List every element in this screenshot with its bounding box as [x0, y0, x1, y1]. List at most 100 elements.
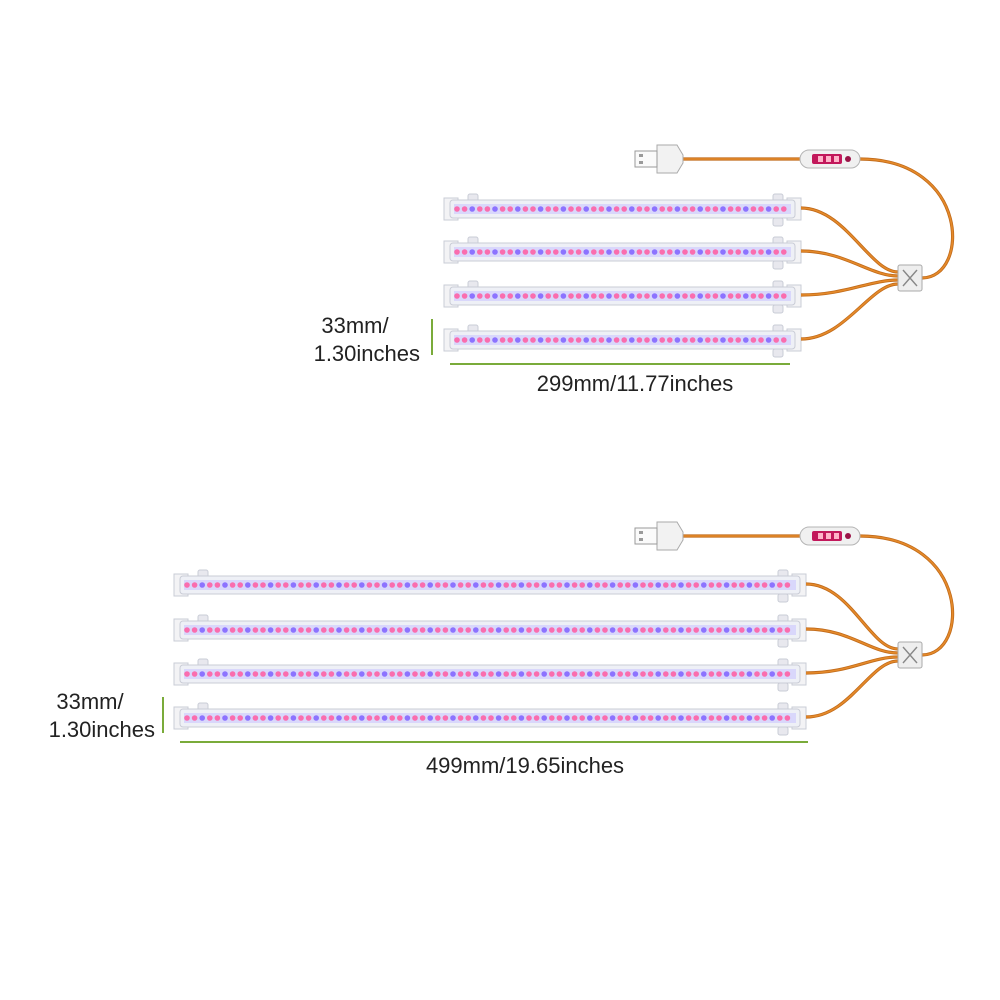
led-chip	[629, 337, 635, 343]
led-chip	[321, 715, 327, 721]
led-chip	[644, 249, 650, 255]
led-chip	[442, 582, 449, 588]
led-chip	[773, 337, 779, 343]
led-chip	[621, 249, 627, 255]
led-chip	[735, 337, 741, 343]
led-chip	[435, 715, 441, 721]
led-chip	[769, 627, 775, 633]
led-chip	[495, 671, 502, 677]
led-chip	[245, 627, 251, 633]
led-chip	[283, 627, 289, 633]
led-chip	[564, 582, 570, 588]
led-chip	[712, 293, 719, 299]
led-chip	[404, 582, 411, 588]
led-chip	[640, 715, 646, 721]
led-chip	[222, 582, 228, 588]
led-chip	[229, 627, 236, 633]
led-chip	[621, 293, 627, 299]
led-chip	[267, 582, 274, 588]
led-chip	[621, 337, 627, 343]
led-chip	[667, 337, 673, 343]
led-chip	[727, 293, 734, 299]
led-chip	[461, 337, 468, 343]
led-chip	[647, 671, 654, 677]
led-chip	[606, 249, 612, 255]
led-chip	[556, 627, 563, 633]
led-chip	[560, 293, 567, 299]
led-chip	[351, 715, 358, 721]
led-chip	[735, 206, 741, 212]
led-chip	[518, 715, 525, 721]
led-chip	[644, 337, 650, 343]
led-chip	[381, 627, 388, 633]
led-chip	[533, 671, 540, 677]
led-chip	[511, 627, 517, 633]
led-chip	[568, 206, 574, 212]
led-chip	[214, 582, 221, 588]
led-chip	[549, 582, 555, 588]
led-chip	[773, 249, 779, 255]
led-chip	[568, 293, 574, 299]
led-chip	[518, 671, 525, 677]
short-kit-height-line1: 33mm/	[321, 313, 389, 338]
led-chip	[613, 293, 620, 299]
led-chip	[594, 715, 601, 721]
led-chip	[477, 206, 483, 212]
led-chip	[674, 206, 681, 212]
led-chip	[594, 627, 601, 633]
led-chip	[336, 582, 342, 588]
led-chip	[275, 627, 282, 633]
led-chip	[328, 671, 335, 677]
led-chip	[556, 582, 563, 588]
usb-connector	[634, 150, 658, 168]
led-chip	[404, 671, 411, 677]
led-chip	[503, 715, 510, 721]
led-chip	[499, 249, 506, 255]
led-chip	[754, 582, 760, 588]
led-chip	[374, 671, 380, 677]
display-digit	[818, 533, 823, 539]
led-chip	[701, 582, 707, 588]
led-chip	[571, 582, 578, 588]
led-chip	[374, 715, 380, 721]
led-chip	[252, 627, 259, 633]
led-chip	[712, 206, 719, 212]
led-strip	[443, 280, 802, 314]
led-chip	[252, 715, 259, 721]
led-chip	[598, 249, 605, 255]
led-chip	[184, 627, 190, 633]
led-chip	[708, 715, 715, 721]
led-chip	[397, 671, 403, 677]
led-chip	[693, 627, 699, 633]
led-chip	[670, 627, 677, 633]
led-chip	[359, 715, 365, 721]
led-chip	[454, 249, 460, 255]
led-chip	[492, 337, 498, 343]
led-chip	[769, 715, 775, 721]
led-chip	[758, 293, 764, 299]
led-chip	[602, 582, 608, 588]
led-chip	[412, 715, 418, 721]
led-chip	[647, 582, 654, 588]
led-chip	[560, 206, 567, 212]
led-chip	[663, 715, 669, 721]
led-chip	[647, 627, 654, 633]
led-chip	[457, 715, 464, 721]
short-kit-height-label: 33mm/ 1.30inches	[270, 312, 420, 368]
led-chip	[781, 337, 787, 343]
led-row	[184, 627, 791, 633]
led-chip	[606, 293, 612, 299]
led-chip	[632, 582, 639, 588]
led-chip	[454, 206, 460, 212]
led-chip	[750, 249, 757, 255]
led-chip	[591, 206, 597, 212]
led-chip	[511, 715, 517, 721]
led-chip	[670, 582, 677, 588]
usb-connector	[634, 527, 658, 545]
led-chip	[457, 627, 464, 633]
usb-pin	[639, 161, 643, 164]
led-chip	[343, 627, 350, 633]
led-chip	[537, 293, 544, 299]
led-chip	[549, 715, 555, 721]
led-chip	[245, 582, 251, 588]
